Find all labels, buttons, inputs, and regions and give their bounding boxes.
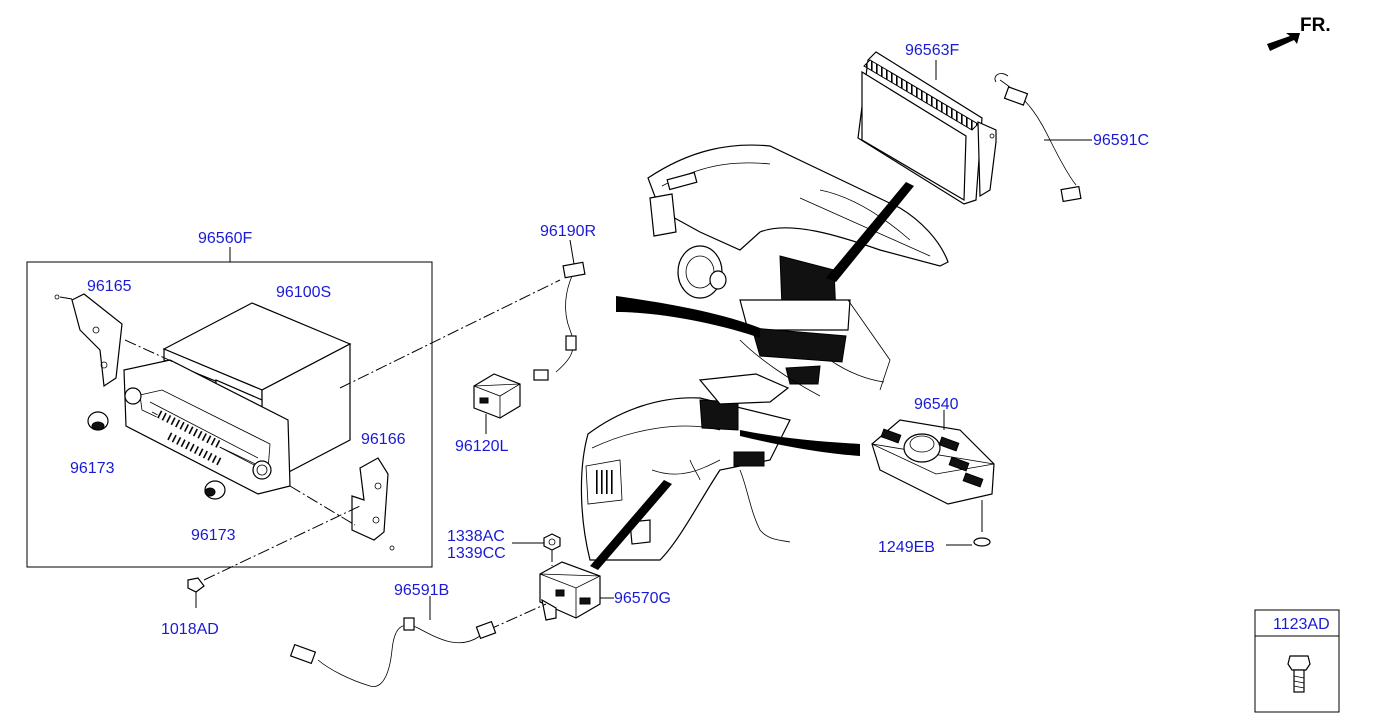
leader-line-display: [826, 182, 914, 282]
display-96563F-drawing: [857, 51, 997, 205]
knob-96173-right-drawing: [204, 480, 226, 500]
part-label-96173-left[interactable]: 96173: [70, 460, 115, 477]
bracket-96166-drawing: [351, 457, 395, 551]
part-label-96570G[interactable]: 96570G: [614, 590, 671, 607]
part-label-96560F[interactable]: 96560F: [198, 230, 252, 247]
knob-96173-left-drawing: [87, 411, 109, 431]
usb-jack-96120L-drawing: [473, 373, 521, 434]
leader-line-head-unit: [616, 296, 760, 338]
nut-1338AC-drawing: [512, 533, 561, 551]
screw-1018AD-drawing: [187, 577, 205, 608]
center-console-drawing: [580, 373, 791, 561]
part-label-96591C[interactable]: 96591C: [1093, 132, 1149, 149]
front-direction-label: FR.: [1300, 15, 1331, 36]
part-label-1249EB[interactable]: 1249EB: [878, 539, 935, 556]
screw-1249EB-drawing: [946, 500, 991, 547]
legend-box-1123AD: 1123AD: [1254, 609, 1340, 713]
bracket-96165-drawing: [54, 293, 123, 388]
front-direction-marker: FR.: [1267, 15, 1331, 51]
cable-96591B-drawing: [289, 596, 497, 687]
part-label-96540[interactable]: 96540: [914, 396, 959, 413]
module-96570G-drawing: [487, 550, 614, 631]
part-label-96563F[interactable]: 96563F: [905, 42, 959, 59]
part-label-96165[interactable]: 96165: [87, 278, 132, 295]
cable-96591C-drawing: [994, 73, 1092, 203]
leader-line-controller: [740, 430, 860, 456]
part-label-1018AD[interactable]: 1018AD: [161, 621, 219, 638]
part-label-96100S[interactable]: 96100S: [276, 284, 331, 301]
part-label-96120L[interactable]: 96120L: [455, 438, 508, 455]
leader-line-module: [590, 480, 672, 570]
cable-96190R-drawing: [533, 239, 586, 381]
part-label-1338AC[interactable]: 1338AC: [447, 528, 505, 545]
front-direction-arrow-icon: [1267, 33, 1300, 51]
dashboard-interior-drawing: [647, 144, 949, 397]
part-label-96190R[interactable]: 96190R: [540, 223, 596, 240]
bolt-icon: [1287, 655, 1311, 693]
part-label-1339CC[interactable]: 1339CC: [447, 545, 506, 562]
legend-part-label-1123AD[interactable]: 1123AD: [1273, 616, 1330, 633]
part-label-96591B[interactable]: 96591B: [394, 582, 449, 599]
part-label-96173-right[interactable]: 96173: [191, 527, 236, 544]
part-label-96166[interactable]: 96166: [361, 431, 406, 448]
controller-96540-drawing: [871, 410, 995, 505]
